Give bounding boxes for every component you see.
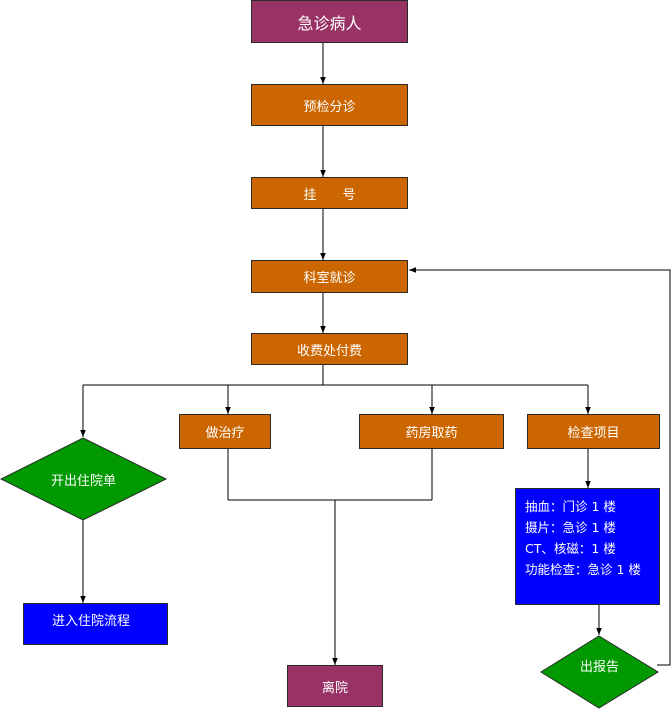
issue-admission-slip-label-wrap: 开出住院单 — [1, 438, 166, 520]
exam-location-item: 抽血：门诊 1 楼 — [525, 499, 616, 514]
cashier-payment-label: 收费处付费 — [296, 343, 362, 359]
feedback-report-to-department — [409, 267, 671, 666]
emergency-patient-label: 急诊病人 — [297, 13, 362, 33]
exam-location-item: 摄片：急诊 1 楼 — [525, 520, 616, 535]
issue-admission-slip-label: 开出住院单 — [50, 473, 116, 489]
department-visit-node: 科室就诊 — [251, 260, 408, 293]
examination-node: 检查项目 — [527, 414, 660, 449]
registration-label: 挂 号 — [303, 187, 356, 203]
discharge-node: 离院 — [287, 665, 383, 707]
pharmacy-label: 药房取药 — [405, 426, 458, 441]
pharmacy-node: 药房取药 — [359, 414, 504, 449]
triage-label: 预检分诊 — [303, 99, 356, 115]
report-out-label-wrap: 出报告 — [541, 636, 658, 694]
department-visit-label: 科室就诊 — [303, 271, 356, 286]
treatment-node: 做治疗 — [179, 414, 271, 449]
treatment-label: 做治疗 — [205, 426, 245, 441]
admission-process-node: 进入住院流程 — [23, 603, 168, 645]
triage-node: 预检分诊 — [251, 84, 408, 126]
examination-label: 检查项目 — [567, 426, 620, 441]
admission-slip-diamond — [0, 437, 168, 521]
admission-process-label: 进入住院流程 — [52, 614, 131, 629]
exam-location-item: CT、核磁：1 楼 — [525, 541, 616, 556]
cashier-payment-node: 收费处付费 — [251, 333, 408, 365]
discharge-label: 离院 — [321, 680, 348, 696]
exam-locations-box: 抽血：门诊 1 楼 摄片：急诊 1 楼 CT、核磁：1 楼 功能检查：急诊 1 … — [515, 488, 660, 605]
exam-location-item: 功能检查：急诊 1 楼 — [525, 562, 641, 577]
registration-node: 挂 号 — [251, 177, 408, 209]
report-out-label: 出报告 — [579, 659, 619, 675]
report-diamond — [540, 635, 659, 709]
emergency-patient-node: 急诊病人 — [251, 0, 408, 43]
